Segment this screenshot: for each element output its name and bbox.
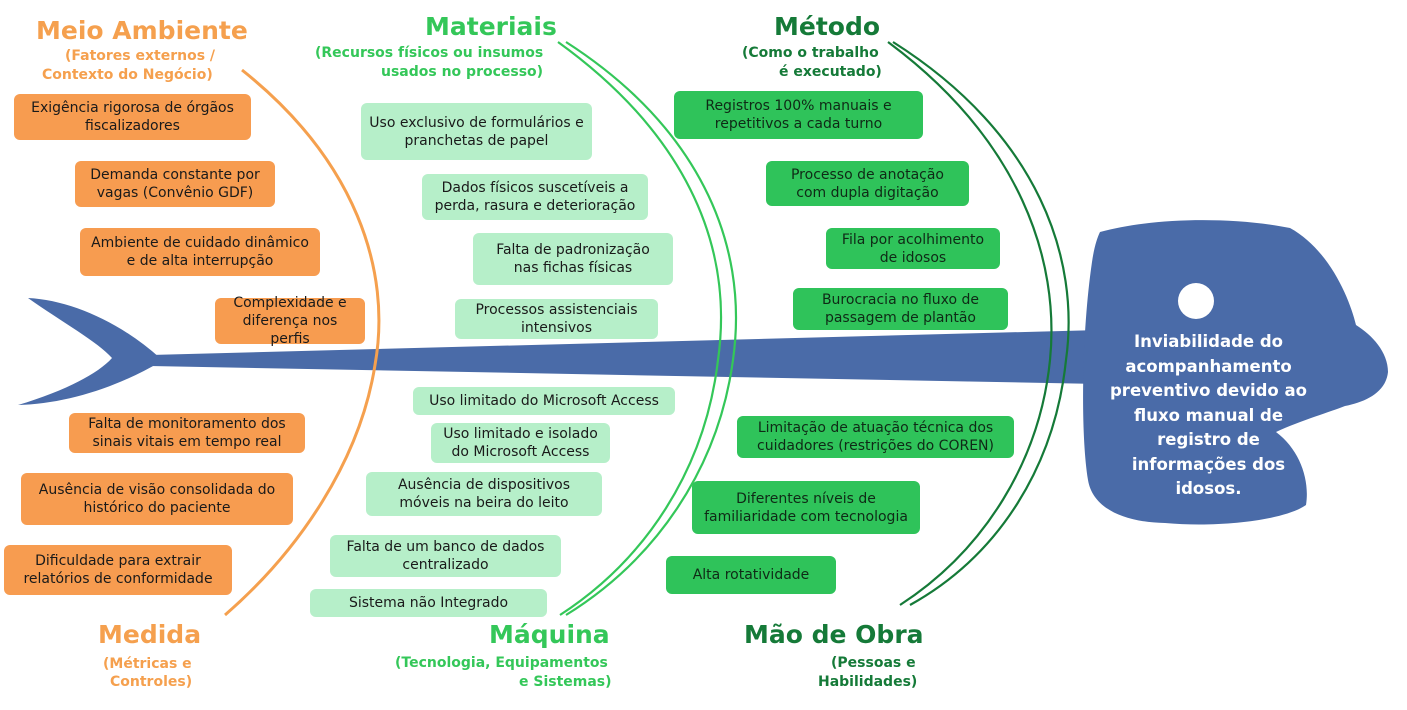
cause-box: Diferentes níveis de familiaridade com t… bbox=[692, 481, 920, 534]
category-subtitle-materiais-1: (Recursos físicos ou insumos bbox=[315, 45, 544, 61]
category-title-materiais: Materiais bbox=[425, 12, 557, 41]
cause-box: Exigência rigorosa de órgãos fiscalizado… bbox=[14, 94, 251, 140]
category-subtitle-metodo-2: é executado) bbox=[779, 64, 882, 80]
cause-box: Processos assistenciais intensivos bbox=[455, 299, 658, 339]
cause-box: Fila por acolhimento de idosos bbox=[826, 228, 1000, 269]
category-title-medida: Medida bbox=[98, 620, 202, 649]
bone-meio-ambiente bbox=[224, 68, 381, 617]
category-title-meio-ambiente: Meio Ambiente bbox=[36, 16, 248, 45]
cause-box: Complexidade e diferença nos perfis bbox=[215, 295, 365, 347]
cause-box: Processo de anotação com dupla digitação bbox=[766, 161, 969, 206]
category-subtitle-mao-de-obra-1: (Pessoas e bbox=[831, 655, 916, 671]
cause-box: Uso limitado e isolado do Microsoft Acce… bbox=[431, 423, 610, 463]
category-subtitle-maquina-2: e Sistemas) bbox=[519, 674, 612, 690]
cause-box: Dados físicos suscetíveis a perda, rasur… bbox=[422, 174, 648, 220]
cause-box: Ambiente de cuidado dinâmico e de alta i… bbox=[80, 228, 320, 276]
cause-box: Falta de monitoramento dos sinais vitais… bbox=[69, 413, 305, 453]
category-subtitle-maquina-1: (Tecnologia, Equipamentos bbox=[395, 655, 608, 671]
cause-box: Limitação de atuação técnica dos cuidado… bbox=[737, 416, 1014, 458]
category-subtitle-mao-de-obra-2: Habilidades) bbox=[818, 674, 918, 690]
bone-maquina bbox=[565, 41, 737, 616]
fish-head bbox=[1083, 220, 1388, 525]
category-title-maquina: Máquina bbox=[489, 620, 610, 649]
cause-box: Ausência de dispositivos móveis na beira… bbox=[366, 472, 602, 516]
problem-statement: Inviabilidade do acompanhamento preventi… bbox=[1110, 332, 1307, 498]
cause-box: Sistema não Integrado bbox=[310, 589, 547, 617]
category-title-metodo: Método bbox=[774, 12, 881, 41]
bone-metodo bbox=[887, 41, 1053, 606]
category-subtitle-meio-ambiente-1: (Fatores externos / bbox=[65, 48, 216, 64]
category-subtitle-medida-1: (Métricas e bbox=[103, 656, 192, 672]
cause-box: Uso limitado do Microsoft Access bbox=[413, 387, 675, 415]
category-subtitle-meio-ambiente-2: Contexto do Negócio) bbox=[42, 67, 213, 83]
category-title-mao-de-obra: Mão de Obra bbox=[744, 620, 924, 649]
cause-box: Demanda constante por vagas (Convênio GD… bbox=[75, 161, 275, 207]
cause-box: Burocracia no fluxo de passagem de plant… bbox=[793, 288, 1008, 330]
cause-box: Dificuldade para extrair relatórios de c… bbox=[4, 545, 232, 595]
category-subtitle-metodo-1: (Como o trabalho bbox=[742, 45, 879, 61]
fish-tail bbox=[18, 298, 160, 405]
cause-box: Ausência de visão consolidada do históri… bbox=[21, 473, 293, 525]
cause-box: Falta de padronização nas fichas físicas bbox=[473, 233, 673, 285]
bone-materiais bbox=[557, 41, 723, 616]
category-subtitle-materiais-2: usados no processo) bbox=[381, 64, 544, 80]
cause-box: Registros 100% manuais e repetitivos a c… bbox=[674, 91, 923, 139]
fish-spine bbox=[150, 330, 1100, 384]
fish-eye bbox=[1178, 283, 1214, 319]
bone-mao-de-obra bbox=[892, 41, 1070, 606]
cause-box: Falta de um banco de dados centralizado bbox=[330, 535, 561, 577]
category-subtitle-medida-2: Controles) bbox=[110, 674, 193, 690]
cause-box: Alta rotatividade bbox=[666, 556, 836, 594]
cause-box: Uso exclusivo de formulários e prancheta… bbox=[361, 103, 592, 160]
